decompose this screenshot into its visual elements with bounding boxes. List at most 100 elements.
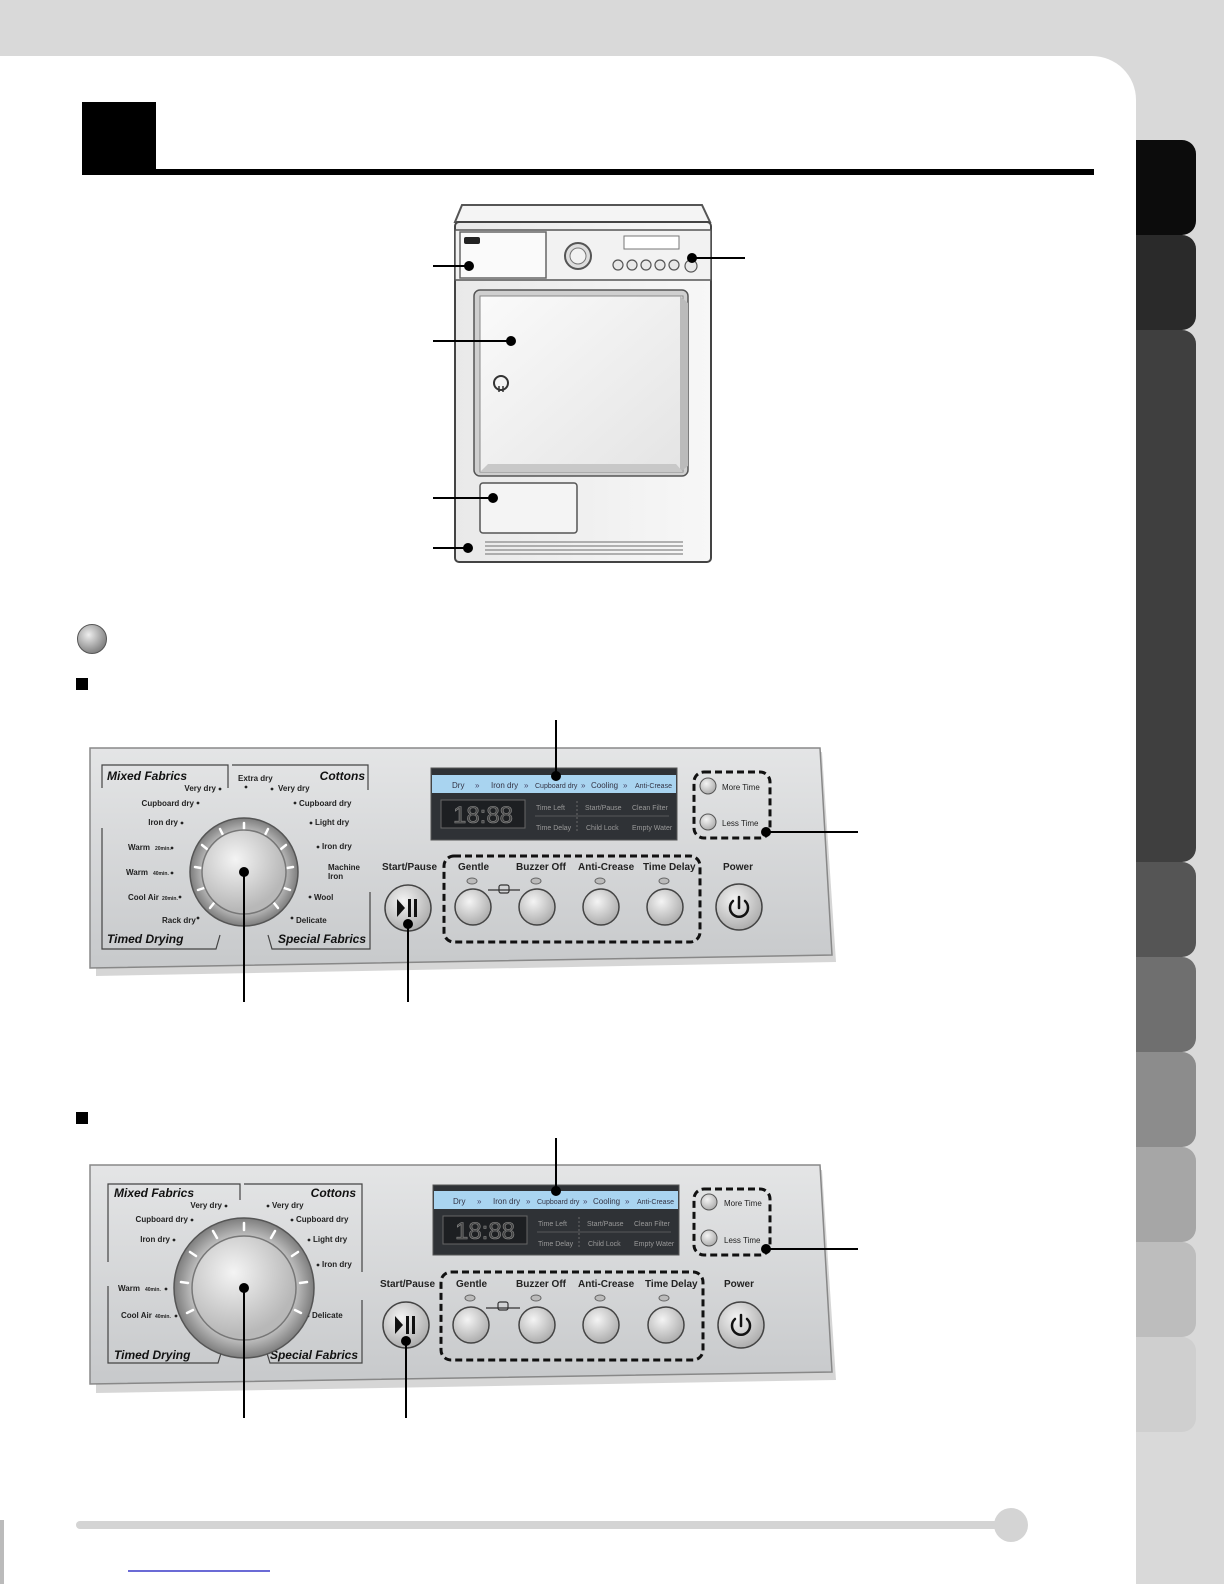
ind-b-start-pause: Start/Pause — [587, 1221, 624, 1228]
prog-cool-air: Cool Air — [128, 893, 159, 902]
prog-rack-dry: Rack dry — [162, 916, 196, 925]
footer-link-underline[interactable] — [128, 1570, 270, 1572]
chapter-tab-9[interactable] — [1136, 1337, 1196, 1432]
section-bullet — [77, 624, 107, 654]
prog-cupboard-dry-mixed: Cupboard dry — [142, 799, 195, 808]
time-delay-button-a[interactable] — [646, 888, 684, 926]
seq-b-cupboard-dry: Cupboard dry — [537, 1199, 580, 1206]
ind-b-child-lock: Child Lock — [588, 1241, 621, 1248]
buzzer-off-label-b: Buzzer Off — [516, 1279, 567, 1290]
more-time-label-b: More Time — [724, 1199, 762, 1208]
prog-b-light-dry: Light dry — [313, 1235, 348, 1244]
control-panel-a: Mixed Fabrics Cottons Timed Drying Speci… — [89, 720, 858, 1002]
prog-b-delicate: Delicate — [312, 1311, 343, 1320]
start-pause-label: Start/Pause — [382, 862, 437, 873]
display-digits: 18:88 — [453, 802, 513, 829]
display-b-digits: 18:88 — [455, 1218, 515, 1245]
play-pause-icon — [397, 899, 417, 917]
ind-time-left: Time Left — [536, 805, 565, 812]
anti-crease-button-a[interactable] — [582, 888, 620, 926]
svg-text:»: » — [583, 1197, 588, 1206]
less-time-button-a[interactable]: Less Time — [699, 813, 759, 831]
ind-empty-water: Empty Water — [632, 825, 673, 832]
power-button-b[interactable] — [717, 1301, 765, 1349]
ind-clean-filter: Clean Filter — [632, 805, 668, 812]
prog-b-cupboard-dry-mixed: Cupboard dry — [136, 1215, 189, 1224]
svg-text:»: » — [581, 781, 586, 790]
ind-start-pause: Start/Pause — [585, 805, 622, 812]
prog-wool: Wool — [314, 893, 333, 902]
footer-rule — [76, 1521, 1010, 1529]
prog-b-very-dry-mixed: Very dry — [190, 1201, 222, 1210]
svg-text:»: » — [526, 1197, 531, 1206]
prog-delicate: Delicate — [296, 916, 327, 925]
seq-b-iron-dry: Iron dry — [493, 1197, 520, 1206]
seq-b-anti-crease: Anti-Crease — [637, 1199, 674, 1206]
prog-b-cool-air: Cool Air — [121, 1311, 152, 1320]
chapter-tab-7[interactable] — [1136, 1147, 1196, 1242]
subsection-marker-a — [76, 678, 88, 690]
prog-machine-iron-2: Iron — [328, 872, 343, 881]
gentle-label: Gentle — [458, 862, 490, 873]
seq-cooling: Cooling — [591, 781, 618, 790]
label-cottons-b: Cottons — [311, 1186, 357, 1200]
seq-iron-dry: Iron dry — [491, 781, 518, 790]
chapter-tab-3[interactable] — [1136, 330, 1196, 862]
chapter-tab-6[interactable] — [1136, 1052, 1196, 1147]
ind-b-time-left: Time Left — [538, 1221, 567, 1228]
less-time-label: Less Time — [722, 819, 759, 828]
water-container-drawer[interactable] — [459, 231, 547, 279]
buzzer-off-button-b[interactable] — [518, 1306, 556, 1344]
power-label-b: Power — [724, 1279, 754, 1290]
power-button-a[interactable] — [715, 883, 763, 931]
more-time-button-b[interactable]: More Time — [700, 1193, 762, 1211]
prog-b-cupboard-dry-cottons: Cupboard dry — [296, 1215, 349, 1224]
play-pause-icon-b — [395, 1316, 415, 1334]
prog-warm-40-duration: 40min. — [153, 871, 169, 877]
label-special-fabrics-b: Special Fabrics — [270, 1348, 358, 1362]
ind-b-clean-filter: Clean Filter — [634, 1221, 670, 1228]
label-special-fabrics: Special Fabrics — [278, 932, 366, 946]
prog-iron-dry-mixed: Iron dry — [148, 818, 178, 827]
chapter-tab-1[interactable] — [1136, 140, 1196, 235]
anti-crease-label: Anti-Crease — [578, 862, 635, 873]
seq-b-dry: Dry — [453, 1197, 465, 1206]
gentle-label-b: Gentle — [456, 1279, 488, 1290]
gentle-button-a[interactable] — [454, 888, 492, 926]
less-time-button-b[interactable]: Less Time — [700, 1229, 761, 1247]
anti-crease-label-b: Anti-Crease — [578, 1279, 635, 1290]
label-timed-drying-b: Timed Drying — [114, 1348, 191, 1362]
seq-anti-crease: Anti-Crease — [635, 783, 672, 790]
more-time-button-a[interactable]: More Time — [699, 777, 760, 795]
prog-warm-20: Warm — [128, 843, 150, 852]
logo — [464, 237, 480, 244]
time-delay-button-b[interactable] — [647, 1306, 685, 1344]
chapter-tab-5[interactable] — [1136, 957, 1196, 1052]
prog-light-dry: Light dry — [315, 818, 350, 827]
button-row-small — [612, 259, 698, 273]
section-number-block — [82, 102, 156, 174]
svg-text:»: » — [625, 1197, 630, 1206]
prog-iron-dry-cottons: Iron dry — [322, 842, 352, 851]
chapter-tab-2[interactable] — [1136, 235, 1196, 330]
chapter-tab-4[interactable] — [1136, 862, 1196, 957]
time-delay-label: Time Delay — [643, 862, 696, 873]
prog-b-warm-duration: 40min. — [145, 1287, 161, 1293]
power-icon-b — [730, 1313, 752, 1336]
svg-text:»: » — [524, 781, 529, 790]
label-mixed-fabrics-b: Mixed Fabrics — [114, 1186, 194, 1200]
start-pause-label-b: Start/Pause — [380, 1279, 435, 1290]
seq-b-cooling: Cooling — [593, 1197, 620, 1206]
anti-crease-button-b[interactable] — [582, 1306, 620, 1344]
display-panel-b: Dry Iron dry Cupboard dry Cooling Anti-C… — [432, 1184, 680, 1256]
filter-cover[interactable] — [479, 482, 578, 534]
prog-b-iron-dry-mixed: Iron dry — [140, 1235, 170, 1244]
control-panel-b: Mixed Fabrics Cottons Timed Drying Speci… — [89, 1138, 858, 1418]
gentle-button-b[interactable] — [452, 1306, 490, 1344]
power-label: Power — [723, 862, 753, 873]
prog-very-dry-cottons: Very dry — [278, 784, 310, 793]
label-cottons: Cottons — [320, 769, 366, 783]
prog-warm-40: Warm — [126, 868, 148, 877]
buzzer-off-button-a[interactable] — [518, 888, 556, 926]
chapter-tab-8[interactable] — [1136, 1242, 1196, 1337]
